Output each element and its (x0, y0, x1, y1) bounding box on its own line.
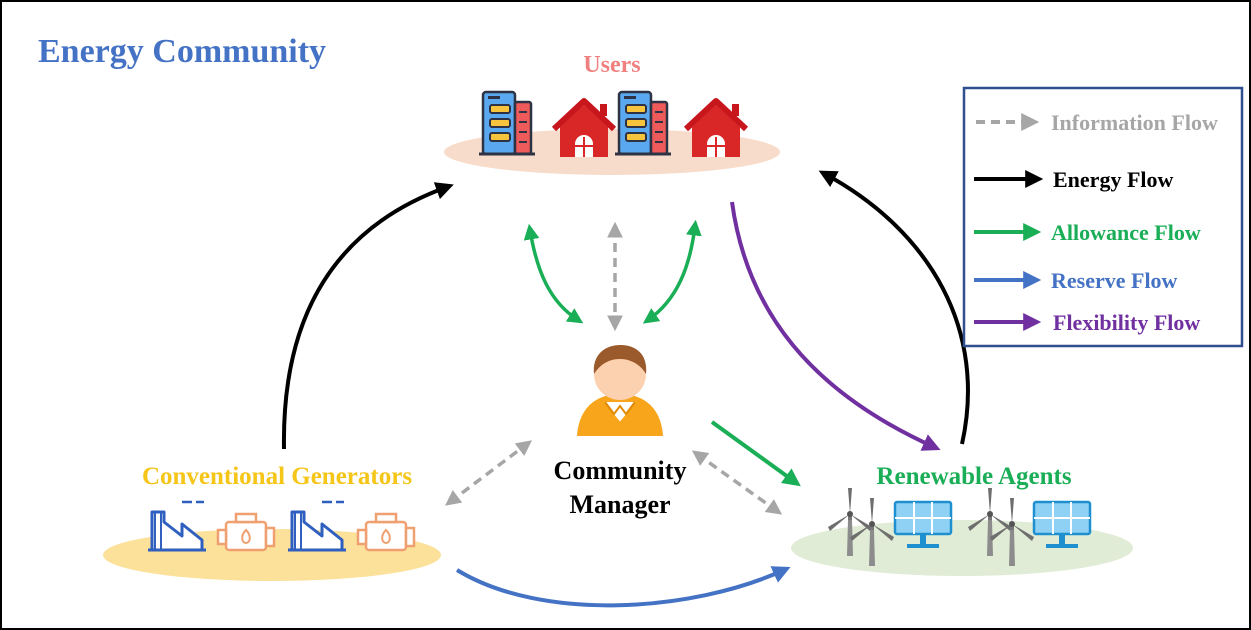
info-flow-generators-manager (444, 440, 533, 506)
legend: Information Flow Energy Flow Allowance F… (962, 86, 1244, 348)
generators-label: Conventional Generators (142, 463, 412, 490)
apartment-building-icon (613, 90, 673, 156)
house-icon (686, 101, 746, 157)
legend-label-allowance: Allowance Flow (1051, 220, 1201, 245)
legend-label-energy: Energy Flow (1053, 167, 1173, 192)
engine-icon (216, 512, 276, 552)
energy-flow-renewables-to-users (818, 170, 970, 445)
manager-label-line2: Manager (569, 490, 670, 519)
legend-label-reserve: Reserve Flow (1051, 268, 1178, 293)
apartment-building-icon (477, 90, 537, 156)
energy-flow-generators-to-users (281, 182, 454, 450)
legend-box (962, 86, 1244, 348)
flexibility-flow-users-to-renewables (730, 201, 941, 451)
manager-label-line1: Community (554, 456, 687, 485)
allowance-flow-users-manager-left (523, 223, 584, 324)
factory-icon (286, 500, 348, 552)
factory-icon (146, 500, 208, 552)
renewables-label: Renewable Agents (876, 463, 1071, 490)
engine-icon (356, 512, 416, 552)
diagram-title: Energy Community (38, 33, 326, 70)
allowance-flow-users-manager-right (642, 219, 702, 324)
person-icon (577, 345, 663, 436)
reserve-flow-generators-to-renewables (455, 566, 791, 608)
legend-label-flexibility: Flexibility Flow (1053, 310, 1200, 335)
legend-label-information: Information Flow (1051, 110, 1218, 135)
house-icon (554, 101, 614, 157)
info-flow-manager-renewables (691, 450, 783, 515)
users-label: Users (583, 52, 640, 78)
